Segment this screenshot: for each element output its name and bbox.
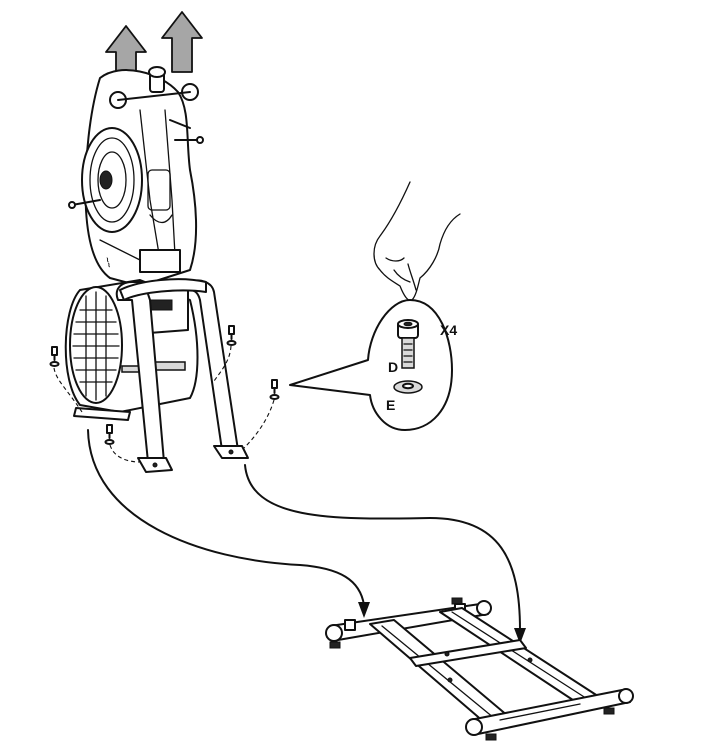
lift-arrow-right-icon bbox=[161, 11, 203, 73]
bolt-icon bbox=[397, 319, 419, 369]
placement-arrow-right bbox=[244, 464, 526, 644]
bolt-label: D bbox=[388, 359, 398, 375]
hardware-callout: X4 D E bbox=[289, 181, 461, 431]
placement-arrow-left bbox=[87, 429, 370, 618]
washer-icon bbox=[393, 380, 423, 394]
washer-label: E bbox=[386, 397, 395, 413]
mini-bolt-1 bbox=[49, 346, 60, 367]
fan-housing bbox=[64, 279, 199, 421]
quantity-label: X4 bbox=[440, 322, 457, 338]
base-frame bbox=[325, 597, 634, 741]
machine-body: ~~ bbox=[68, 66, 204, 287]
hand-icon bbox=[373, 181, 461, 302]
stand-legs bbox=[115, 278, 249, 473]
mini-bolt-3 bbox=[269, 379, 280, 400]
svg-text:~~: ~~ bbox=[102, 256, 114, 269]
mini-bolt-2 bbox=[226, 325, 237, 346]
mini-bolt-4 bbox=[104, 424, 115, 445]
